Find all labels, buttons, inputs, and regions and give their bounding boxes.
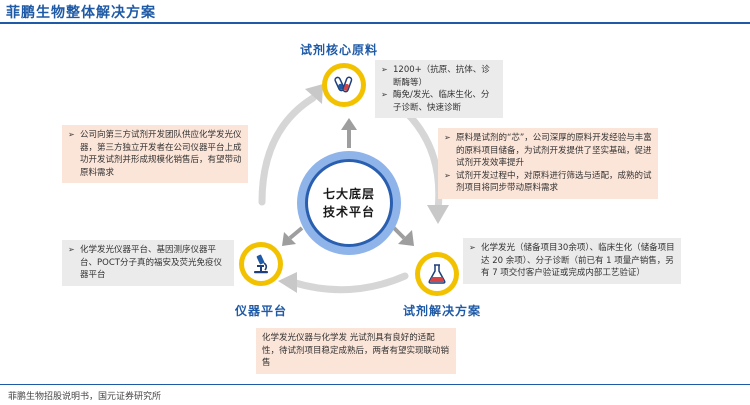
footer-divider: [0, 384, 750, 385]
instrument-node: [239, 242, 283, 286]
list-item: 酶免/发光、临床生化、分子诊断、快速诊断: [381, 89, 497, 114]
page-title: 菲鹏生物整体解决方案: [6, 5, 156, 21]
hub-line-2: 技术平台: [322, 205, 375, 219]
source-note: 菲鹏生物招股说明书，国元证券研究所: [8, 392, 162, 402]
flask-icon: [428, 264, 446, 284]
list-item: 化学发光（储备项目30余项）、临床生化（储备项目达 20 余项）、分子诊断（前已…: [469, 242, 675, 280]
arc-instrument-to-raw: [258, 94, 317, 206]
raw-materials-node: [322, 63, 366, 107]
raw-materials-label: 试剂核心原料: [300, 43, 379, 57]
hub-arrow-down-right: [398, 230, 414, 246]
list-item: 化学发光仪器平台、基因测序仪器平台、POCT分子真的福安及荧光免疫仪器平台: [68, 244, 228, 282]
instrument-reagent-synergy-text: 化学发光仪器与化学发 光试剂具有良好的适配性，待试剂项目稳定成熟后，两者有望实现…: [262, 333, 450, 368]
instrument-to-raw-box: 公司向第三方试剂开发团队供应化学发光仪器，第三方独立开发者在公司仪器平台上成功开…: [62, 125, 248, 183]
core-platform-hub: 七大底层 技术平台: [305, 159, 393, 247]
hub-line-1: 七大底层: [322, 187, 375, 201]
instrument-label: 仪器平台: [235, 304, 288, 318]
arc-raw-to-reagent-head: [427, 205, 449, 224]
raw-to-reagent-box: 原料是试剂的“芯”，公司深厚的原料开发经验与丰富的原料项目储备，为试剂开发提供了…: [438, 128, 658, 199]
reagent-solution-label: 试剂解决方案: [403, 304, 482, 318]
list-item: 原料是试剂的“芯”，公司深厚的原料开发经验与丰富的原料项目储备，为试剂开发提供了…: [444, 132, 652, 170]
microscope-icon: [254, 254, 268, 274]
hub-arrow-up: [341, 118, 357, 130]
raw-materials-detail-box: 1200+（抗原、抗体、诊断酶等） 酶免/发光、临床生化、分子诊断、快速诊断: [375, 60, 503, 118]
arc-instrument-to-raw-head: [305, 84, 323, 104]
reagent-solution-node: [415, 252, 459, 296]
instrument-detail-box: 化学发光仪器平台、基因测序仪器平台、POCT分子真的福安及荧光免疫仪器平台: [62, 240, 234, 286]
list-item: 试剂开发过程中，对原料进行筛选与适配，成熟的试剂项目将同步带动原料需求: [444, 170, 652, 195]
title-divider: [0, 22, 750, 24]
hub-arrow-down-left: [282, 232, 296, 246]
list-item: 公司向第三方试剂开发团队供应化学发光仪器，第三方独立开发者在公司仪器平台上成功开…: [68, 129, 242, 179]
list-item: 1200+（抗原、抗体、诊断酶等）: [381, 64, 497, 89]
instrument-to-reagent-box: 化学发光仪器与化学发 光试剂具有良好的适配性，待试剂项目稳定成熟后，两者有望实现…: [256, 328, 456, 374]
test-tubes-icon: [334, 76, 353, 93]
reagent-detail-box: 化学发光（储备项目30余项）、临床生化（储备项目达 20 余项）、分子诊断（前已…: [463, 238, 681, 284]
arc-reagent-to-instrument: [288, 272, 409, 294]
arc-reagent-to-instrument-head: [278, 272, 297, 293]
